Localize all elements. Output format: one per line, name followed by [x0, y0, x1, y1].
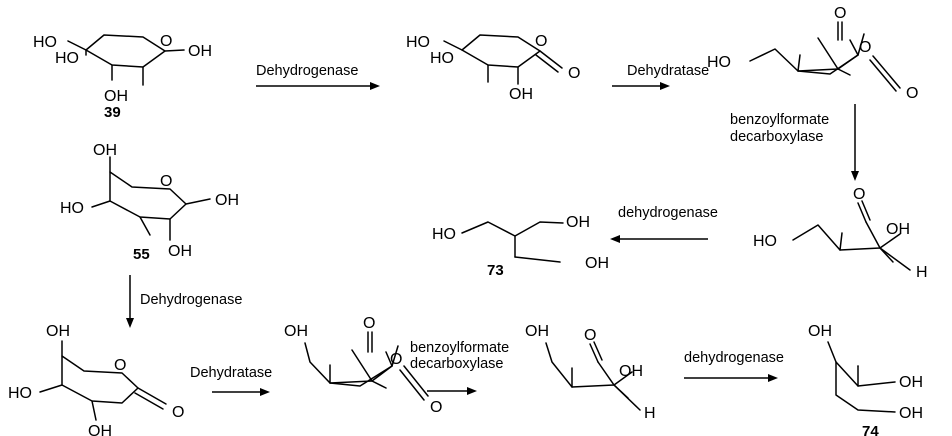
compound-keto-lactone-bottom: OH O O O — [284, 315, 442, 416]
arrow-benzoylformate-decarboxylase-1: benzoylformate decarboxylase — [730, 104, 859, 181]
ring-oxygen-label: O — [859, 39, 871, 56]
carbonyl-oxygen-label: O — [568, 65, 580, 82]
carbonyl-oxygen-label: O — [430, 399, 442, 416]
compound-39-xylose: HO HO O OH OH 39 — [33, 33, 212, 121]
compound-arabinonolactone: OH O HO O OH — [8, 323, 184, 436]
hydroxyl-label: OH — [808, 323, 832, 340]
hydroxyl-label: OH — [886, 221, 910, 238]
carbonyl-oxygen-label: O — [853, 186, 865, 203]
compound-aldehyde-top: HO O OH H — [753, 186, 928, 281]
hydroxyl-label: OH — [899, 405, 923, 422]
arrow-label-line1: benzoylformate — [730, 112, 829, 128]
compound-55-arabinose: OH O OH HO OH 55 — [60, 142, 239, 263]
arrow-benzoylformate-decarboxylase-2: benzoylformate decarboxylase — [410, 340, 509, 395]
arrow-label: Dehydrogenase — [256, 63, 358, 79]
carbonyl-oxygen-label: O — [363, 315, 375, 332]
arrow-dehydratase-1: Dehydratase — [612, 63, 709, 90]
hydroxyl-label: OH — [619, 363, 643, 380]
hydroxyl-label: OH — [284, 323, 308, 340]
arrow-label: Dehydratase — [627, 63, 709, 79]
arrow-label: dehydrogenase — [684, 350, 784, 366]
compound-number: 73 — [487, 262, 504, 279]
hydroxyl-label: OH — [509, 86, 533, 103]
hydroxyl-label: OH — [88, 423, 112, 436]
ring-oxygen-label: O — [390, 351, 402, 368]
carbonyl-oxygen-label: O — [584, 327, 596, 344]
arrow-label: Dehydrogenase — [140, 292, 242, 308]
hydroxyl-label: HO — [753, 233, 777, 250]
arrow-dehydrogenase-4: dehydrogenase — [684, 350, 784, 382]
hydroxyl-label: OH — [168, 243, 192, 260]
hydroxyl-label: HO — [406, 34, 430, 51]
ring-oxygen-label: O — [114, 357, 126, 374]
arrow-label: dehydrogenase — [618, 205, 718, 221]
hydroxyl-label: OH — [899, 374, 923, 391]
hydroxyl-label: HO — [8, 385, 32, 402]
hydroxyl-label: HO — [707, 54, 731, 71]
aldehyde-hydrogen-label: H — [916, 264, 928, 281]
hydroxyl-label: HO — [60, 200, 84, 217]
hydroxyl-label: OH — [585, 255, 609, 272]
arrow-dehydrogenase-1: Dehydrogenase — [256, 63, 380, 90]
compound-number: 74 — [862, 423, 879, 436]
arrow-dehydratase-2: Dehydratase — [190, 365, 272, 396]
arrow-label-line2: decarboxylase — [410, 356, 504, 372]
hydroxyl-label: OH — [525, 323, 549, 340]
arrow-label-line2: decarboxylase — [730, 129, 824, 145]
hydroxyl-label: OH — [566, 214, 590, 231]
carbonyl-oxygen-label: O — [834, 5, 846, 22]
compound-number: 55 — [133, 246, 150, 263]
compound-74-triol: OH OH OH 74 — [808, 323, 923, 436]
compound-aldehyde-bottom: OH O OH H — [525, 323, 656, 422]
arrow-label: Dehydratase — [190, 365, 272, 381]
aldehyde-hydrogen-label: H — [644, 405, 656, 422]
arrow-dehydrogenase-2: dehydrogenase — [610, 205, 718, 243]
ring-oxygen-label: O — [535, 33, 547, 50]
compound-number: 39 — [104, 104, 121, 121]
ring-oxygen-label: O — [160, 173, 172, 190]
ring-bonds — [85, 34, 166, 68]
arrow-label-line1: benzoylformate — [410, 340, 509, 356]
compound-xylonolactone: HO HO O O OH — [406, 33, 580, 103]
hydroxyl-label: HO — [432, 226, 456, 243]
compound-keto-lactone-top: HO O O O — [707, 5, 918, 102]
carbonyl-oxygen-label: O — [906, 85, 918, 102]
ring-oxygen-label: O — [160, 33, 172, 50]
hydroxyl-label: OH — [188, 43, 212, 60]
compound-73-triol: HO OH OH 73 — [432, 214, 609, 279]
hydroxyl-label: HO — [55, 50, 79, 67]
hydroxyl-label: OH — [46, 323, 70, 340]
hydroxyl-label: OH — [93, 142, 117, 159]
carbonyl-oxygen-label: O — [172, 404, 184, 421]
arrow-dehydrogenase-3: Dehydrogenase — [126, 275, 242, 328]
hydroxyl-label: OH — [104, 88, 128, 105]
hydroxyl-label: HO — [430, 50, 454, 67]
hydroxyl-label: HO — [33, 34, 57, 51]
hydroxyl-label: OH — [215, 192, 239, 209]
